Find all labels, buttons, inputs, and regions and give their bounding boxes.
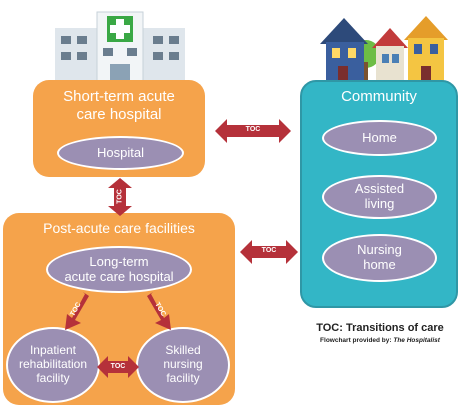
home-oval: Home bbox=[322, 120, 437, 156]
long-term-acute-care-oval: Long-term acute care hospital bbox=[46, 246, 192, 293]
legend-credit-source: The Hospitalist bbox=[393, 337, 440, 344]
post-acute-care-title: Post-acute care facilities bbox=[43, 220, 195, 236]
inpatient-rehab-oval: Inpatient rehabilitation facility bbox=[6, 327, 100, 403]
short-term-acute-care-title: Short-term acute care hospital bbox=[63, 88, 175, 123]
houses-icon bbox=[320, 16, 448, 84]
toc-label: TOC bbox=[261, 247, 277, 254]
toc-label: TOC bbox=[116, 189, 124, 204]
legend-main: TOC: Transitions of care bbox=[316, 322, 444, 334]
toc-arrow-postacute-community bbox=[240, 240, 298, 264]
toc-label: TOC bbox=[110, 363, 126, 370]
toc-arrow-longterm-inpatient bbox=[65, 292, 89, 330]
toc-arrow-hospital-community bbox=[215, 119, 291, 143]
assisted-living-oval: Assisted living bbox=[322, 175, 437, 219]
toc-arrow-inpatient-skilled bbox=[97, 356, 139, 378]
hospital-oval: Hospital bbox=[57, 136, 184, 170]
skilled-nursing-oval: Skilled nursing facility bbox=[136, 327, 230, 403]
toc-label: TOC bbox=[245, 126, 261, 133]
legend-credit: Flowchart provided by: The Hospitalist bbox=[300, 337, 460, 344]
community-title: Community bbox=[341, 88, 417, 105]
toc-arrow-hospital-postacute bbox=[108, 178, 132, 216]
hospital-icon bbox=[55, 11, 185, 82]
legend-credit-prefix: Flowchart provided by: bbox=[320, 337, 394, 344]
toc-arrow-longterm-skilled bbox=[147, 292, 171, 330]
nursing-home-oval: Nursing home bbox=[322, 234, 437, 282]
